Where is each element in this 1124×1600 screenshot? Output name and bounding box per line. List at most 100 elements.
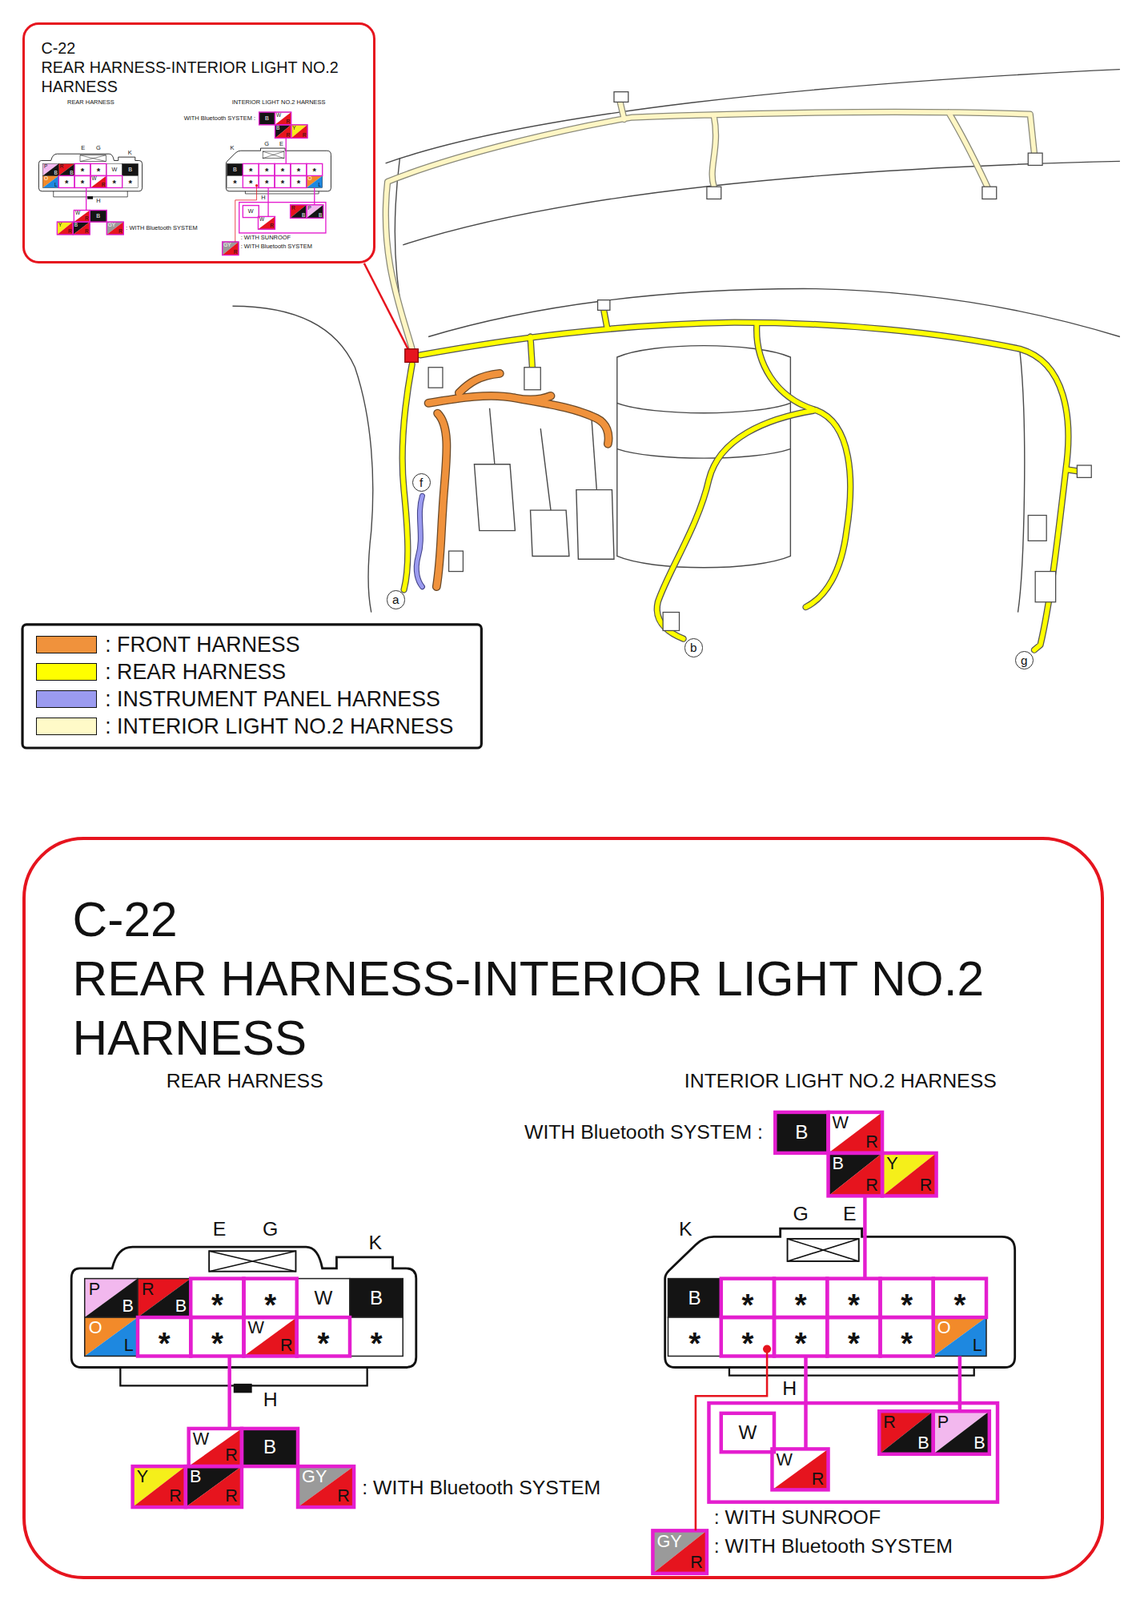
cavity-border <box>106 221 124 235</box>
wire-color-fill <box>771 1448 828 1490</box>
variant-outline <box>933 1410 990 1454</box>
cavity-border <box>306 204 324 219</box>
connector-cavity <box>89 209 107 222</box>
wire-color-code: R <box>224 1487 238 1506</box>
connector-cavity <box>721 1413 775 1452</box>
connector-housing <box>225 148 331 192</box>
connector-cavity <box>306 175 323 188</box>
wire-color-code: R <box>865 1132 879 1151</box>
wire-color-fill <box>56 221 73 235</box>
wire-color-fill <box>222 241 239 256</box>
wire-color-code: R <box>84 216 89 222</box>
variant-outline <box>652 1529 707 1574</box>
wire-color-fill <box>106 221 124 235</box>
variant-outline <box>290 175 307 188</box>
legend-text: : INTERIOR LIGHT NO.2 HARNESS <box>104 715 454 738</box>
wire-color-fill <box>73 209 90 222</box>
connector-cavity <box>933 1316 987 1356</box>
wire-color-fill <box>132 1465 186 1507</box>
cavity-border <box>828 1111 884 1153</box>
interior-light-harness <box>385 101 1035 349</box>
cavity-border <box>56 221 73 235</box>
latch-cross <box>787 1238 860 1261</box>
legend-text: : REAR HARNESS <box>104 661 286 683</box>
connector-cavity <box>122 163 139 176</box>
wire-color-code: P <box>88 1280 101 1298</box>
wire-color-code: R <box>141 1280 155 1298</box>
cavity-border <box>258 163 275 176</box>
callout-circle: f <box>412 473 431 492</box>
wire-color-code: P <box>937 1413 949 1431</box>
variant-outline <box>90 175 107 188</box>
wire-color-fill <box>879 1410 934 1454</box>
wire-color-code: B <box>96 212 101 219</box>
connector-cavity <box>274 112 291 125</box>
variant-link-line <box>285 137 287 164</box>
variant-outline <box>297 1465 354 1507</box>
connector-cavity <box>242 163 259 176</box>
variant-outline <box>259 112 276 125</box>
wire-color-fill <box>274 124 291 139</box>
wire-color-fill <box>291 124 308 139</box>
connector-housing <box>665 1228 1016 1367</box>
connector-cavity <box>290 204 307 219</box>
wire-color-code: * <box>953 1288 966 1320</box>
variant-outline <box>242 175 259 188</box>
wire-color-code: L <box>972 1336 983 1354</box>
wire-color-code: * <box>688 1328 701 1359</box>
wire-color-code: W <box>738 1422 757 1442</box>
wire-color-code: * <box>847 1328 860 1359</box>
connector-cavity <box>74 163 91 176</box>
variant-link-line <box>803 1355 807 1449</box>
connector-body <box>1027 152 1043 165</box>
pedal <box>576 489 615 560</box>
wire-color-code: GY <box>108 222 116 229</box>
connector-cavity <box>297 1465 354 1507</box>
connector-letter: K <box>128 149 133 156</box>
connector-letter: E <box>212 1219 227 1240</box>
cavity-border <box>106 175 123 188</box>
variant-group-outline <box>708 1402 998 1502</box>
panel-title: REAR HARNESS-INTERIOR LIGHT NO.2 HARNESS <box>40 57 378 97</box>
wire-color-code: * <box>64 179 69 189</box>
wire-color-fill <box>242 163 259 176</box>
variant-outline <box>185 1465 242 1507</box>
harness-fill <box>416 495 422 587</box>
connector-drawing <box>222 112 332 256</box>
variant-outline <box>828 1111 884 1153</box>
steering-column-line <box>617 402 791 413</box>
wire-color-fill <box>306 175 323 188</box>
cavity-border <box>242 175 259 188</box>
variant-outline <box>274 163 291 176</box>
latch-cross <box>208 1250 296 1271</box>
wire-color-fill <box>89 209 107 222</box>
wire-color-fill <box>243 1316 297 1356</box>
connector-cavity <box>188 1428 242 1466</box>
wire-color-code: O <box>307 176 312 182</box>
wire-color-fill <box>132 1465 186 1507</box>
wire-color-code: * <box>281 167 285 177</box>
wire-color-code: B <box>688 1287 702 1307</box>
connector-letter: E <box>279 140 284 147</box>
cavity-border <box>72 221 90 235</box>
variant-outline <box>74 163 91 176</box>
variant-outline <box>106 175 123 188</box>
cavity-border <box>58 175 75 188</box>
cavity-border <box>58 163 75 176</box>
wire-color-fill <box>652 1529 707 1574</box>
wire-color-code: R <box>286 119 291 125</box>
door-edge <box>232 305 373 612</box>
cavity-border <box>297 1278 350 1317</box>
connector-body <box>1035 571 1056 603</box>
housing-latch <box>262 151 285 159</box>
cavity-border <box>84 1316 138 1356</box>
variant-outline <box>243 1316 297 1356</box>
variant-outline <box>241 1428 298 1466</box>
connector-cavity <box>122 175 139 188</box>
note-label: : WITH SUNROOF <box>240 234 291 241</box>
wire-color-code: R <box>118 228 123 235</box>
connector-panel: C-22REAR HARNESS-INTERIOR LIGHT NO.2 HAR… <box>22 836 1104 1580</box>
wire-color-code: W <box>276 112 281 119</box>
cavity-border <box>258 175 275 188</box>
note-label: INTERIOR LIGHT NO.2 HARNESS <box>684 1071 997 1092</box>
